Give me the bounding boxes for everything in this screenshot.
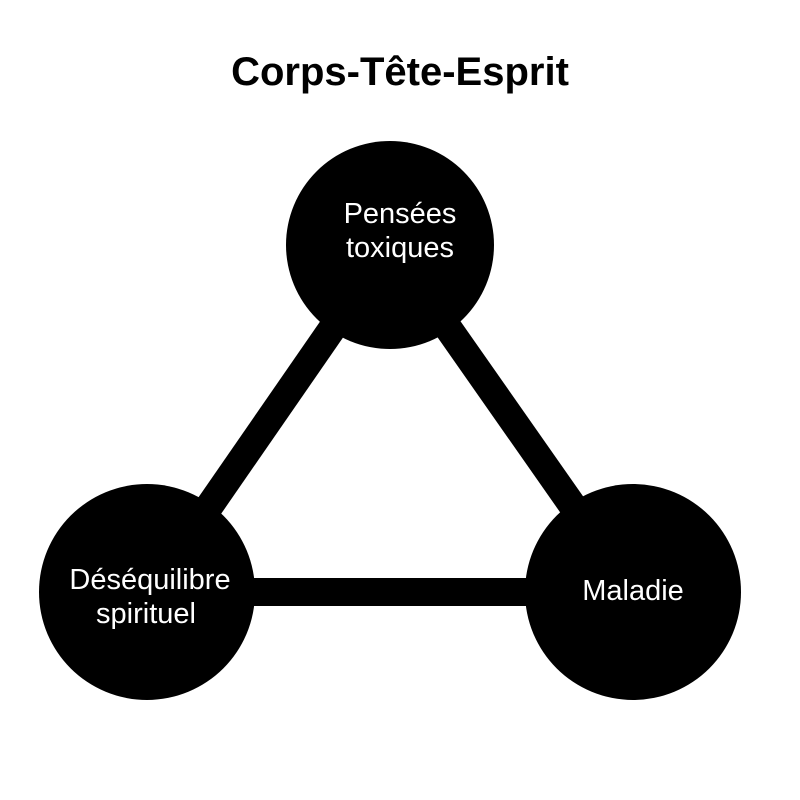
nodes-layer: Pensées toxiques Déséquilibre spirituel … <box>39 141 741 700</box>
node-label-line: Déséquilibre <box>69 564 230 596</box>
diagram-title: Corps-Tête-Esprit <box>231 50 569 94</box>
node-desequilibre-spirituel: Déséquilibre spirituel <box>39 484 255 700</box>
node-label-line: spirituel <box>96 598 196 630</box>
node-label-line: Pensées <box>344 198 457 230</box>
node-label-line: Maladie <box>582 575 684 607</box>
node-maladie: Maladie <box>525 484 741 700</box>
node-label-line: toxiques <box>346 232 454 264</box>
node-pensees-toxiques: Pensées toxiques <box>286 141 494 349</box>
